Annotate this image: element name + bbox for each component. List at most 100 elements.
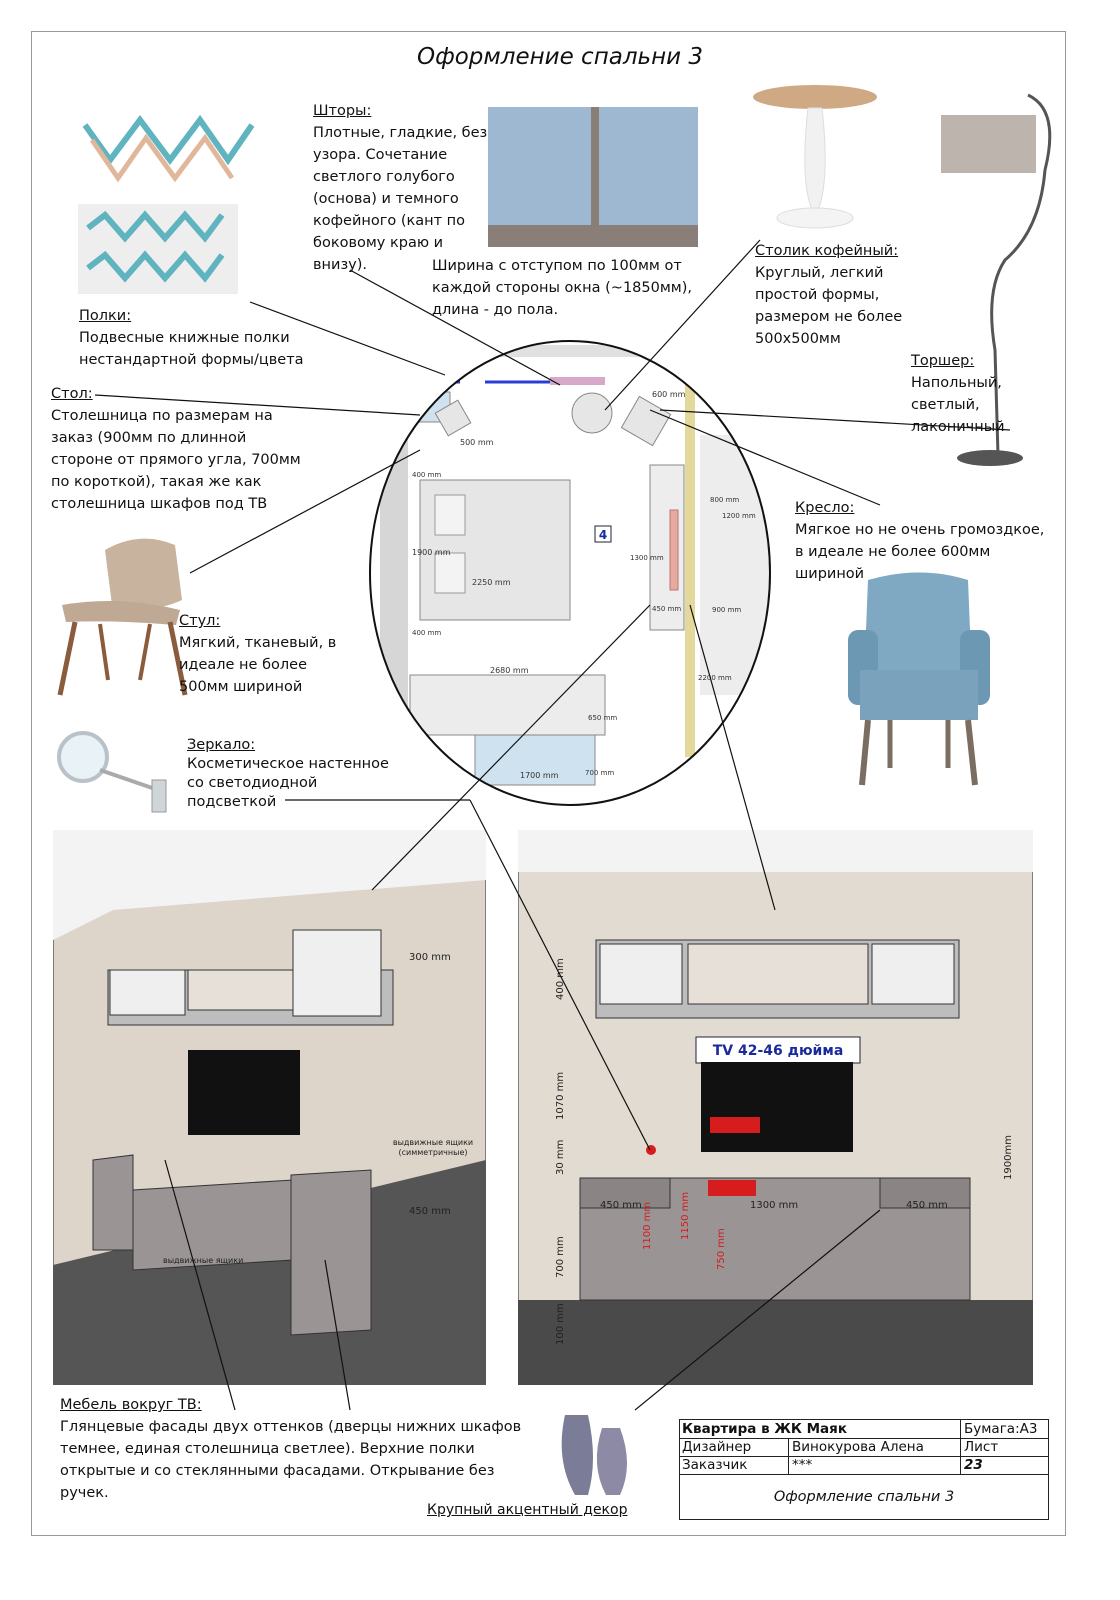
shelves-note: Полки: Подвесные книжные полки нестандар… xyxy=(79,305,339,371)
desk-line: заказ (900мм по длинной xyxy=(51,430,247,446)
curtains-width-line: длина - до пола. xyxy=(432,302,559,318)
mirror-note: Зеркало: Косметическое настенное со свет… xyxy=(187,736,417,812)
desk-line: Столешница по размерам на xyxy=(51,408,273,424)
mirror-line: Косметическое настенное xyxy=(187,756,389,772)
coffee-table-image xyxy=(753,85,877,229)
curtains-line: (основа) и темного xyxy=(313,191,459,207)
mirror-heading: Зеркало: xyxy=(187,737,256,753)
coffee-table-line: простой формы, xyxy=(755,287,880,303)
plan-dim-7: 1300 mm xyxy=(630,554,664,562)
zigzag-shelf-image xyxy=(82,114,255,183)
coffee-table-line: размером не более xyxy=(755,309,903,325)
mirror-line: со светодиодной xyxy=(187,775,318,791)
tv-furniture-note: Мебель вокруг ТВ: Глянцевые фасады двух … xyxy=(60,1394,530,1504)
plan-dim-2: 600 mm xyxy=(652,390,686,399)
curtains-line: кофейного (кант по xyxy=(313,213,466,229)
curtains-line: узора. Сочетание xyxy=(313,147,448,163)
title-block-designer-label: Дизайнер xyxy=(682,1439,752,1455)
armchair-line: в идеале не более 600мм xyxy=(795,544,991,560)
mirror-line: подсветкой xyxy=(187,794,277,810)
plan-dim-3: 400 mm xyxy=(412,471,441,479)
plan-coffee-table xyxy=(571,392,613,434)
right-dim-1900: 1900mm xyxy=(1003,1135,1014,1180)
title-block-sheet-label: Лист xyxy=(964,1439,999,1455)
desk-line: по короткой), такая же как xyxy=(51,474,262,490)
mirror-image xyxy=(57,731,167,813)
chair-heading: Стул: xyxy=(179,613,221,629)
desk-note: Стол: Столешница по размерам на заказ (9… xyxy=(51,383,326,515)
floor-lamp-line: Напольный, xyxy=(911,375,1002,391)
right-dim-700: 700 mm xyxy=(555,1236,566,1278)
curtains-heading: Шторы: xyxy=(313,103,372,119)
vases-image xyxy=(561,1415,627,1495)
plan-bath xyxy=(474,734,596,786)
title-block-sheet-title: Оформление спальни 3 xyxy=(773,1489,955,1505)
title-block-client-label: Заказчик xyxy=(682,1457,748,1473)
right-dim-1070: 1070 mm xyxy=(555,1072,566,1120)
title-block: Квартира в ЖК Маяк Бумага:А3 Дизайнер Ви… xyxy=(679,1419,1049,1520)
outlet-icon-group-lower xyxy=(708,1180,756,1196)
right-dim-1300: 1300 mm xyxy=(750,1200,798,1211)
floor-lamp-line: светлый, xyxy=(911,397,980,413)
coffee-table-heading: Столик кофейный: xyxy=(755,243,899,259)
plan-dim-9: 800 mm xyxy=(710,496,739,504)
shelves-line: Подвесные книжные полки xyxy=(79,330,290,346)
plan-dim-11: 900 mm xyxy=(712,606,741,614)
armchair-line: Мягкое но не очень громоздкое, xyxy=(795,522,1045,538)
curtains-line: внизу). xyxy=(313,257,368,273)
title-block-designer-name: Винокурова Алена xyxy=(792,1439,924,1455)
outlet-icon-group-upper xyxy=(710,1117,760,1133)
plan-dim-10: 1200 mm xyxy=(722,512,756,520)
title-block-client-name: *** xyxy=(792,1457,813,1473)
desk-line: стороне от прямого угла, 700мм xyxy=(51,452,301,468)
armchair-heading: Кресло: xyxy=(795,500,855,516)
curtains-line: боковому краю и xyxy=(313,235,444,251)
title-block-paper: Бумага:А3 xyxy=(964,1421,1038,1437)
left-dim-300: 300 mm xyxy=(409,952,451,963)
left-label-drawers-3: выдвижные ящики xyxy=(163,1256,243,1265)
floor-plan: 4 500 mm 600 mm 400 mm 1900 mm 2250 mm 4… xyxy=(369,340,771,806)
plan-wall-right xyxy=(685,357,695,757)
curtain-swatch xyxy=(488,107,698,247)
right-dim-400: 400 mm xyxy=(555,958,566,1000)
curtains-note: Шторы: Плотные, гладкие, без узора. Соче… xyxy=(313,100,493,276)
plan-dim-4: 1900 mm xyxy=(412,548,451,557)
shelves-line: нестандартной формы/цвета xyxy=(79,352,304,368)
curtains-width-line: каждой стороны окна (~1850мм), xyxy=(432,280,692,296)
right-dim-1100: 1100 mm xyxy=(642,1202,653,1250)
right-dim-750: 750 mm xyxy=(716,1228,727,1270)
curtains-width-note: Ширина с отступом по 100мм от каждой сто… xyxy=(432,255,712,321)
floor-lamp-note: Торшер: Напольный, светлый, лаконичный xyxy=(911,350,1031,438)
right-dim-450-right: 450 mm xyxy=(906,1200,948,1211)
plan-dim-12: 2680 mm xyxy=(490,666,529,675)
chair-note: Стул: Мягкий, тканевый, в идеале не боле… xyxy=(179,610,359,698)
plan-dim-1: 500 mm xyxy=(460,438,494,447)
armchair-image xyxy=(848,572,990,786)
tv-furniture-line: открытые и со стеклянными фасадами. Откр… xyxy=(60,1463,495,1479)
tv-furniture-line: темнее, единая столешница светлее). Верх… xyxy=(60,1441,475,1457)
wave-shelf-image xyxy=(78,204,238,294)
title-block-project: Квартира в ЖК Маяк xyxy=(682,1421,847,1437)
curtains-line: Плотные, гладкие, без xyxy=(313,125,488,141)
title-block-sheet-number: 23 xyxy=(964,1457,983,1473)
plan-dim-5: 2250 mm xyxy=(472,578,511,587)
left-3d-view: 300 mm 450 mm выдвижные ящики (симметрич… xyxy=(53,830,486,1385)
tv-furniture-line: ручек. xyxy=(60,1485,109,1501)
plan-dim-14: 1700 mm xyxy=(520,771,559,780)
plan-dim-13: 650 mm xyxy=(588,714,617,722)
tv-size-label: TV 42-46 дюйма xyxy=(713,1043,844,1059)
floor-lamp-image xyxy=(941,93,1052,466)
curtains-width-line: Ширина с отступом по 100мм от xyxy=(432,258,682,274)
chair-line: 500мм шириной xyxy=(179,679,303,695)
shelves-heading: Полки: xyxy=(79,308,132,324)
decor-label: Крупный акцентный декор xyxy=(427,1502,628,1518)
left-dim-450: 450 mm xyxy=(409,1206,451,1217)
right-dim-1150: 1150 mm xyxy=(680,1192,691,1240)
curtains-line: светлого голубого xyxy=(313,169,455,185)
floor-lamp-heading: Торшер: xyxy=(911,353,975,369)
page-title: Оформление спальни 3 xyxy=(416,44,704,70)
left-label-drawers-2: (симметричные) xyxy=(399,1148,468,1157)
page-frame xyxy=(31,31,1066,1536)
